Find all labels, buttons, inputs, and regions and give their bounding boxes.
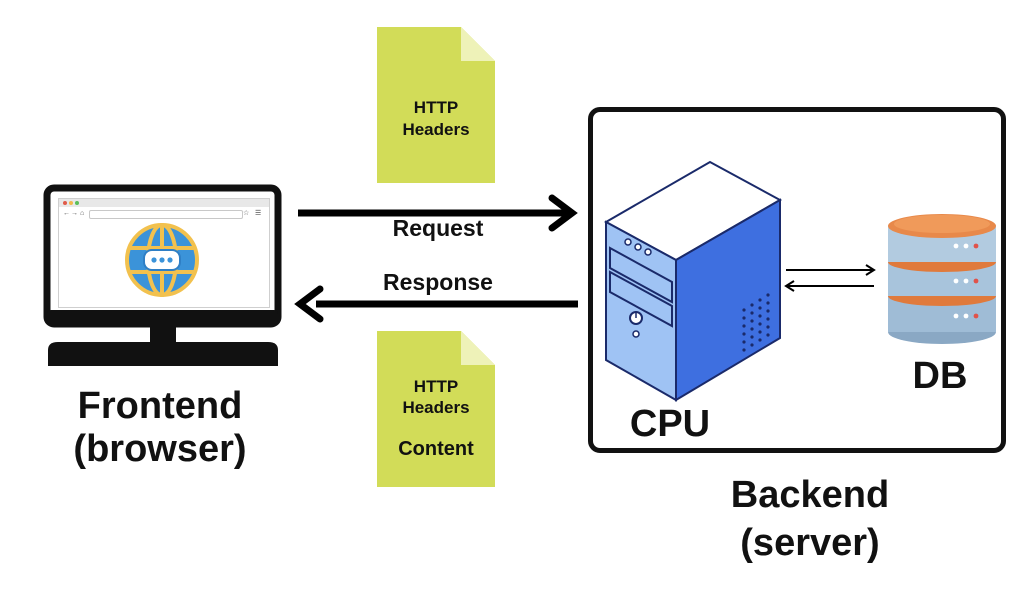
database-icon <box>888 214 996 344</box>
response-arrow <box>294 285 578 323</box>
response-doc-line3: Content <box>398 438 474 460</box>
back-arrow-icon: ← <box>63 210 70 217</box>
browser-maximize-dot <box>75 201 79 205</box>
menu-icon: ☰ <box>255 210 262 217</box>
forward-arrow-icon: → <box>71 210 78 217</box>
response-document-icon <box>377 331 495 487</box>
request-label: Request <box>392 215 484 241</box>
cpu-label: CPU <box>629 403 711 445</box>
db-label: DB <box>912 355 968 397</box>
frontend-section: ← → ⌂ ☆ ☰ Frontend (browser) <box>0 0 320 500</box>
browser-toolbar: ← → ⌂ ☆ ☰ <box>59 208 269 219</box>
response-label: Response <box>383 269 493 295</box>
request-arrow <box>298 194 578 232</box>
browser-minimize-dot <box>69 201 73 205</box>
address-bar <box>89 210 243 219</box>
star-icon: ☆ <box>243 210 250 217</box>
browser-close-dot <box>63 201 67 205</box>
home-icon: ⌂ <box>80 210 85 217</box>
request-document-icon <box>377 27 495 183</box>
request-doc-line2: Headers <box>402 120 470 139</box>
cpu-tower-icon <box>603 160 783 402</box>
monitor-icon <box>43 184 282 366</box>
response-doc-line1: HTTP <box>413 377 459 396</box>
backend-subtitle: (server) <box>740 522 880 564</box>
browser-tab-bar <box>59 199 269 207</box>
cpu-db-arrows <box>784 264 876 292</box>
frontend-title: Frontend <box>77 385 243 427</box>
response-doc-line2: Headers <box>402 398 470 417</box>
request-doc-line1: HTTP <box>413 98 459 117</box>
frontend-subtitle: (browser) <box>73 428 247 470</box>
backend-title: Backend <box>730 474 890 516</box>
globe-chat-icon <box>125 223 199 297</box>
